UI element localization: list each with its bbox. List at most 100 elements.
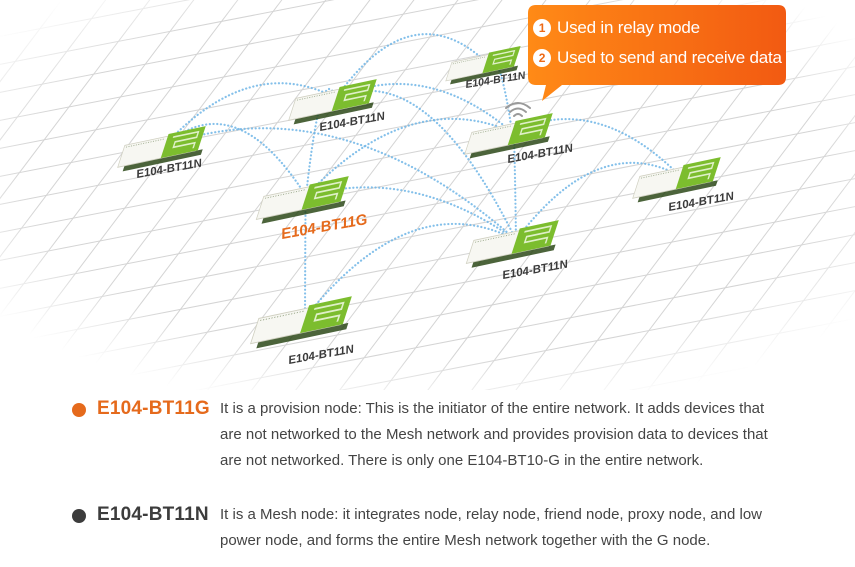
board-edge	[450, 65, 519, 85]
antenna-trace	[313, 180, 343, 200]
grid-line	[0, 66, 855, 233]
legend-description-n: It is a Mesh node: it integrates node, r…	[220, 506, 763, 549]
mesh-node-board	[288, 79, 377, 125]
mesh-network-diagram: E104-BT11N E104-BT11N E104-BT11N E104-BT…	[0, 0, 855, 390]
mesh-link	[163, 127, 518, 242]
grid-line	[0, 0, 768, 149]
board-edge	[637, 180, 718, 203]
node-label-n7: E104-BT11N	[287, 344, 355, 367]
callout-shape	[528, 5, 786, 101]
number-1-icon: 1	[533, 19, 551, 37]
board-edge	[471, 244, 556, 268]
board-edge	[261, 200, 346, 224]
grid-line	[383, 0, 679, 390]
grid-line	[628, 346, 855, 390]
grid-line	[691, 173, 855, 390]
antenna-area	[331, 79, 377, 112]
grid-line	[647, 114, 855, 390]
legend-name-n: E104-BT11N	[97, 504, 209, 525]
grid-line	[195, 262, 855, 390]
mesh-node-board	[632, 157, 721, 203]
board-edge	[293, 102, 374, 125]
grid-line	[0, 0, 335, 65]
mesh-node-board	[464, 113, 553, 159]
antenna-area	[301, 176, 349, 210]
antenna-area	[300, 296, 352, 334]
grid-line	[0, 150, 855, 317]
node-label-n6: E104-BT11N	[501, 259, 569, 282]
mesh-link	[334, 89, 518, 242]
antenna-trace	[687, 161, 715, 180]
board-pads	[264, 188, 307, 199]
board-pads	[125, 138, 166, 148]
callout-item-2: 2 Used to send and receive data	[533, 43, 782, 73]
antenna-trace	[523, 224, 553, 244]
grid-line	[0, 0, 480, 93]
antenna-trace	[313, 301, 345, 322]
antenna-area	[160, 126, 206, 159]
board-edge	[122, 149, 203, 172]
mesh-node-board	[117, 126, 206, 172]
legend-name-g: E104-BT11G	[97, 398, 210, 419]
orange-dot-icon	[72, 403, 86, 417]
grid-line	[30, 0, 327, 390]
legend-row-g: E104-BT11G It is a provision node: This …	[72, 397, 775, 474]
mesh-link	[514, 161, 682, 242]
grid-line	[603, 56, 855, 390]
antenna-trace	[172, 130, 200, 149]
antenna-trace	[492, 49, 516, 65]
callout-bubble: 1 Used in relay mode 2 Used to send and …	[528, 5, 786, 101]
mesh-link	[303, 222, 518, 320]
grid-line	[339, 290, 855, 390]
gray-dot-icon	[72, 509, 86, 523]
grid-line	[119, 0, 415, 390]
grid-line	[50, 234, 855, 390]
wifi-signal-icon	[505, 102, 531, 117]
callout-item-2-text: Used to send and receive data	[557, 48, 782, 67]
grid-line	[0, 0, 624, 121]
antenna-area	[675, 157, 721, 190]
board-edge	[256, 322, 349, 349]
mesh-node-board	[249, 296, 352, 349]
grid-line	[0, 206, 855, 373]
grid-line	[0, 0, 195, 258]
number-2-icon: 2	[533, 49, 551, 67]
grid-line	[163, 0, 459, 390]
grid-line	[0, 0, 239, 316]
mesh-node-board	[445, 45, 521, 85]
grid-line	[339, 0, 635, 390]
mesh-link	[334, 33, 488, 100]
grid-line	[515, 0, 811, 390]
legend-description-g: It is a provision node: This is the init…	[220, 400, 768, 469]
grid-line	[0, 0, 68, 328]
grid-line	[74, 0, 371, 390]
board-pads	[452, 56, 487, 65]
antenna-area	[482, 45, 521, 74]
board-pads	[474, 232, 517, 243]
grid-line	[0, 0, 107, 141]
grid-line	[0, 94, 855, 261]
grid-line	[0, 0, 283, 375]
mesh-link	[304, 117, 514, 198]
grid-line	[251, 0, 547, 390]
legend-row-n: E104-BT11N It is a Mesh node: it integra…	[72, 503, 775, 554]
board-pads	[640, 169, 681, 179]
grid-line	[0, 178, 855, 345]
grid-line	[0, 0, 191, 37]
grid-line	[0, 122, 855, 289]
antenna-trace	[519, 117, 547, 136]
antenna-trace	[343, 83, 371, 102]
board-edge	[469, 136, 550, 159]
grid-line	[559, 0, 855, 390]
grid-line	[0, 0, 63, 83]
grid-line	[0, 0, 151, 200]
mesh-link	[163, 82, 338, 147]
antenna-area	[507, 113, 553, 146]
grid-line	[484, 318, 855, 390]
callout-item-1-text: Used in relay mode	[557, 18, 700, 37]
callout-item-1: 1 Used in relay mode	[533, 13, 700, 43]
module-boards	[117, 45, 721, 349]
antenna-area	[511, 220, 559, 254]
grid-line	[735, 231, 855, 390]
mesh-node-board	[465, 220, 559, 268]
